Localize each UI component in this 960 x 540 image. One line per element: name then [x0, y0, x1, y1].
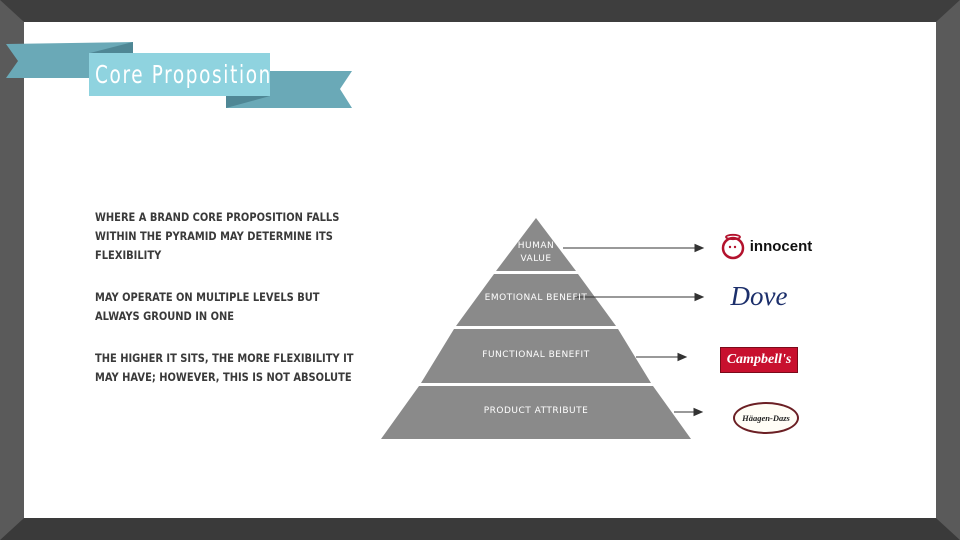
haagen-dazs-wordmark: Häagen-Dazs	[742, 413, 790, 423]
pyramid-label-emotional-benefit: Emotional Benefit	[484, 293, 588, 303]
innocent-face-icon	[721, 233, 744, 260]
dove-logo: Dove	[722, 278, 796, 314]
bullet-item: May operate on multiple levels but alway…	[95, 290, 320, 323]
bullet-item: Where a brand core proposition falls wit…	[95, 210, 340, 262]
pyramid-level-product-attribute	[381, 386, 691, 439]
pyramid-level-functional-benefit	[421, 329, 651, 383]
pyramid-label-functional-benefit: Functional Benefit	[482, 350, 590, 360]
bullet-item: The higher it sits, the more flexibility…	[95, 351, 354, 384]
pyramid-level-human-value	[496, 218, 576, 271]
bullet-list: Where a brand core proposition falls wit…	[95, 208, 365, 410]
pyramid-label-human-value: Human Value	[517, 241, 555, 264]
pyramid-level-emotional-benefit	[456, 274, 616, 326]
innocent-wordmark: innocent	[749, 237, 813, 255]
campbells-wordmark: Campbell's	[726, 352, 792, 367]
dove-wordmark: Dove	[730, 280, 788, 311]
innocent-logo: innocent	[716, 230, 816, 262]
haagen-dazs-logo: Häagen-Dazs	[733, 402, 799, 434]
pyramid-label-product-attribute: Product Attribute	[483, 406, 589, 416]
campbells-logo: Campbell's	[720, 347, 798, 373]
